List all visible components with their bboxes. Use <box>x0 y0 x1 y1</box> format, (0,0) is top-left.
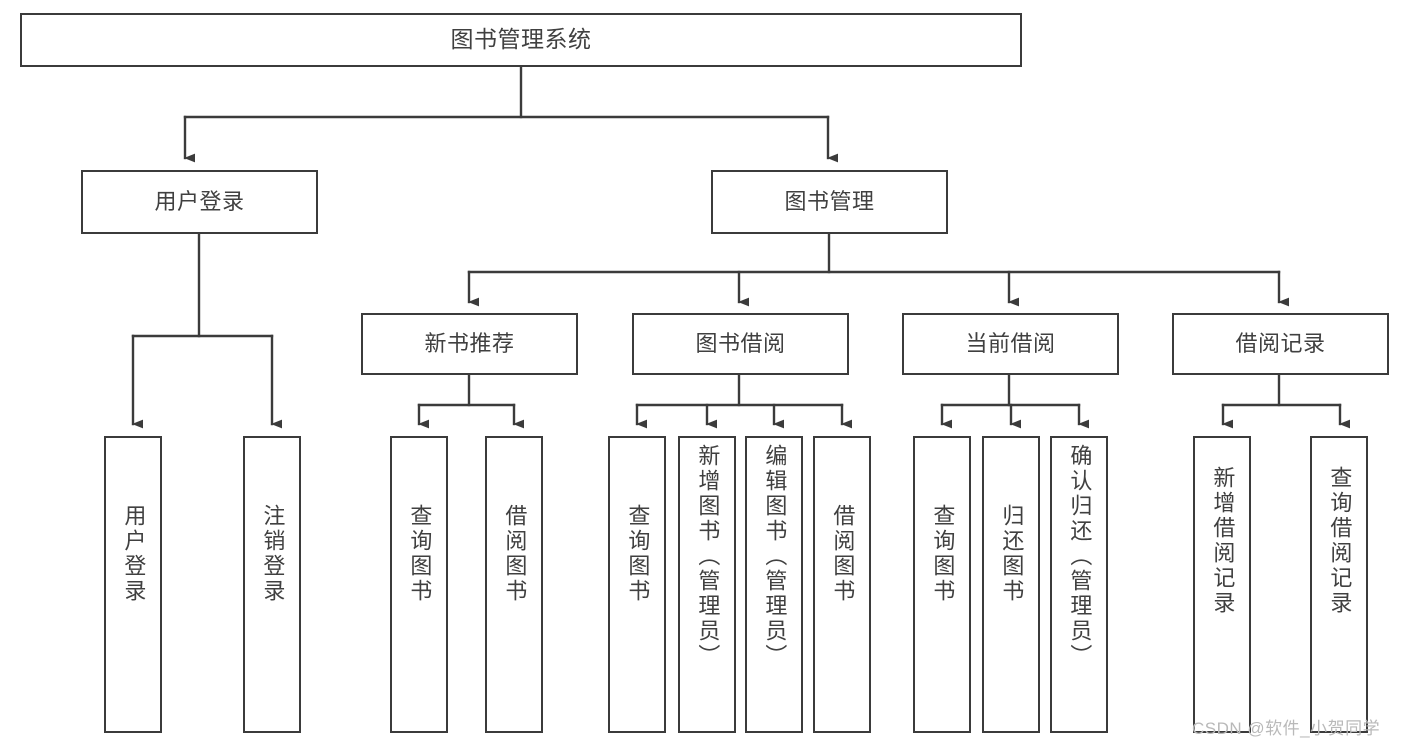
node-label: 新增借阅记录 <box>1210 466 1236 616</box>
node-label: 借阅图书 <box>830 504 856 604</box>
csdn-watermark: CSDN @软件_小贺同学 <box>1192 719 1381 738</box>
leaf-borrow-book[interactable]: 借阅图书 <box>813 436 871 733</box>
node-label: 借阅记录 <box>1235 330 1326 356</box>
node-label: 归还图书 <box>999 504 1025 604</box>
node-label: 编辑图书（管理员） <box>762 444 788 669</box>
node-book-manage[interactable]: 图书管理 <box>711 170 948 234</box>
node-label: 借阅图书 <box>502 504 528 604</box>
node-label: 查询图书 <box>930 504 956 604</box>
leaf-user-login[interactable]: 用户登录 <box>104 436 162 733</box>
node-label: 查询图书 <box>625 504 651 604</box>
node-label: 确认归还（管理员） <box>1067 444 1093 669</box>
node-label: 新增图书（管理员） <box>695 444 721 669</box>
leaf-borrow-book-recommend[interactable]: 借阅图书 <box>485 436 543 733</box>
node-label: 用户登录 <box>121 504 147 604</box>
leaf-query-borrow-record[interactable]: 查询借阅记录 <box>1310 436 1368 733</box>
leaf-query-book-recommend[interactable]: 查询图书 <box>390 436 448 733</box>
node-root-system[interactable]: 图书管理系统 <box>20 13 1022 67</box>
node-label: 注销登录 <box>260 504 286 604</box>
node-user-login[interactable]: 用户登录 <box>81 170 318 234</box>
node-label: 图书管理系统 <box>450 26 592 53</box>
leaf-add-book-admin[interactable]: 新增图书（管理员） <box>678 436 736 733</box>
leaf-confirm-return-admin[interactable]: 确认归还（管理员） <box>1050 436 1108 733</box>
node-book-borrow[interactable]: 图书借阅 <box>632 313 849 375</box>
node-label: 新书推荐 <box>424 330 515 356</box>
node-label: 图书借阅 <box>695 330 786 356</box>
node-borrow-record[interactable]: 借阅记录 <box>1172 313 1389 375</box>
node-current-borrow[interactable]: 当前借阅 <box>902 313 1119 375</box>
node-new-book-recommend[interactable]: 新书推荐 <box>361 313 578 375</box>
leaf-query-book-borrow[interactable]: 查询图书 <box>608 436 666 733</box>
node-label: 查询图书 <box>407 504 433 604</box>
node-label: 查询借阅记录 <box>1327 466 1353 616</box>
leaf-return-book[interactable]: 归还图书 <box>982 436 1040 733</box>
node-label: 当前借阅 <box>965 330 1056 356</box>
node-label: 图书管理 <box>784 188 875 214</box>
leaf-query-book-current[interactable]: 查询图书 <box>913 436 971 733</box>
leaf-edit-book-admin[interactable]: 编辑图书（管理员） <box>745 436 803 733</box>
node-label: 用户登录 <box>154 188 245 214</box>
leaf-add-borrow-record[interactable]: 新增借阅记录 <box>1193 436 1251 733</box>
leaf-logout-login[interactable]: 注销登录 <box>243 436 301 733</box>
